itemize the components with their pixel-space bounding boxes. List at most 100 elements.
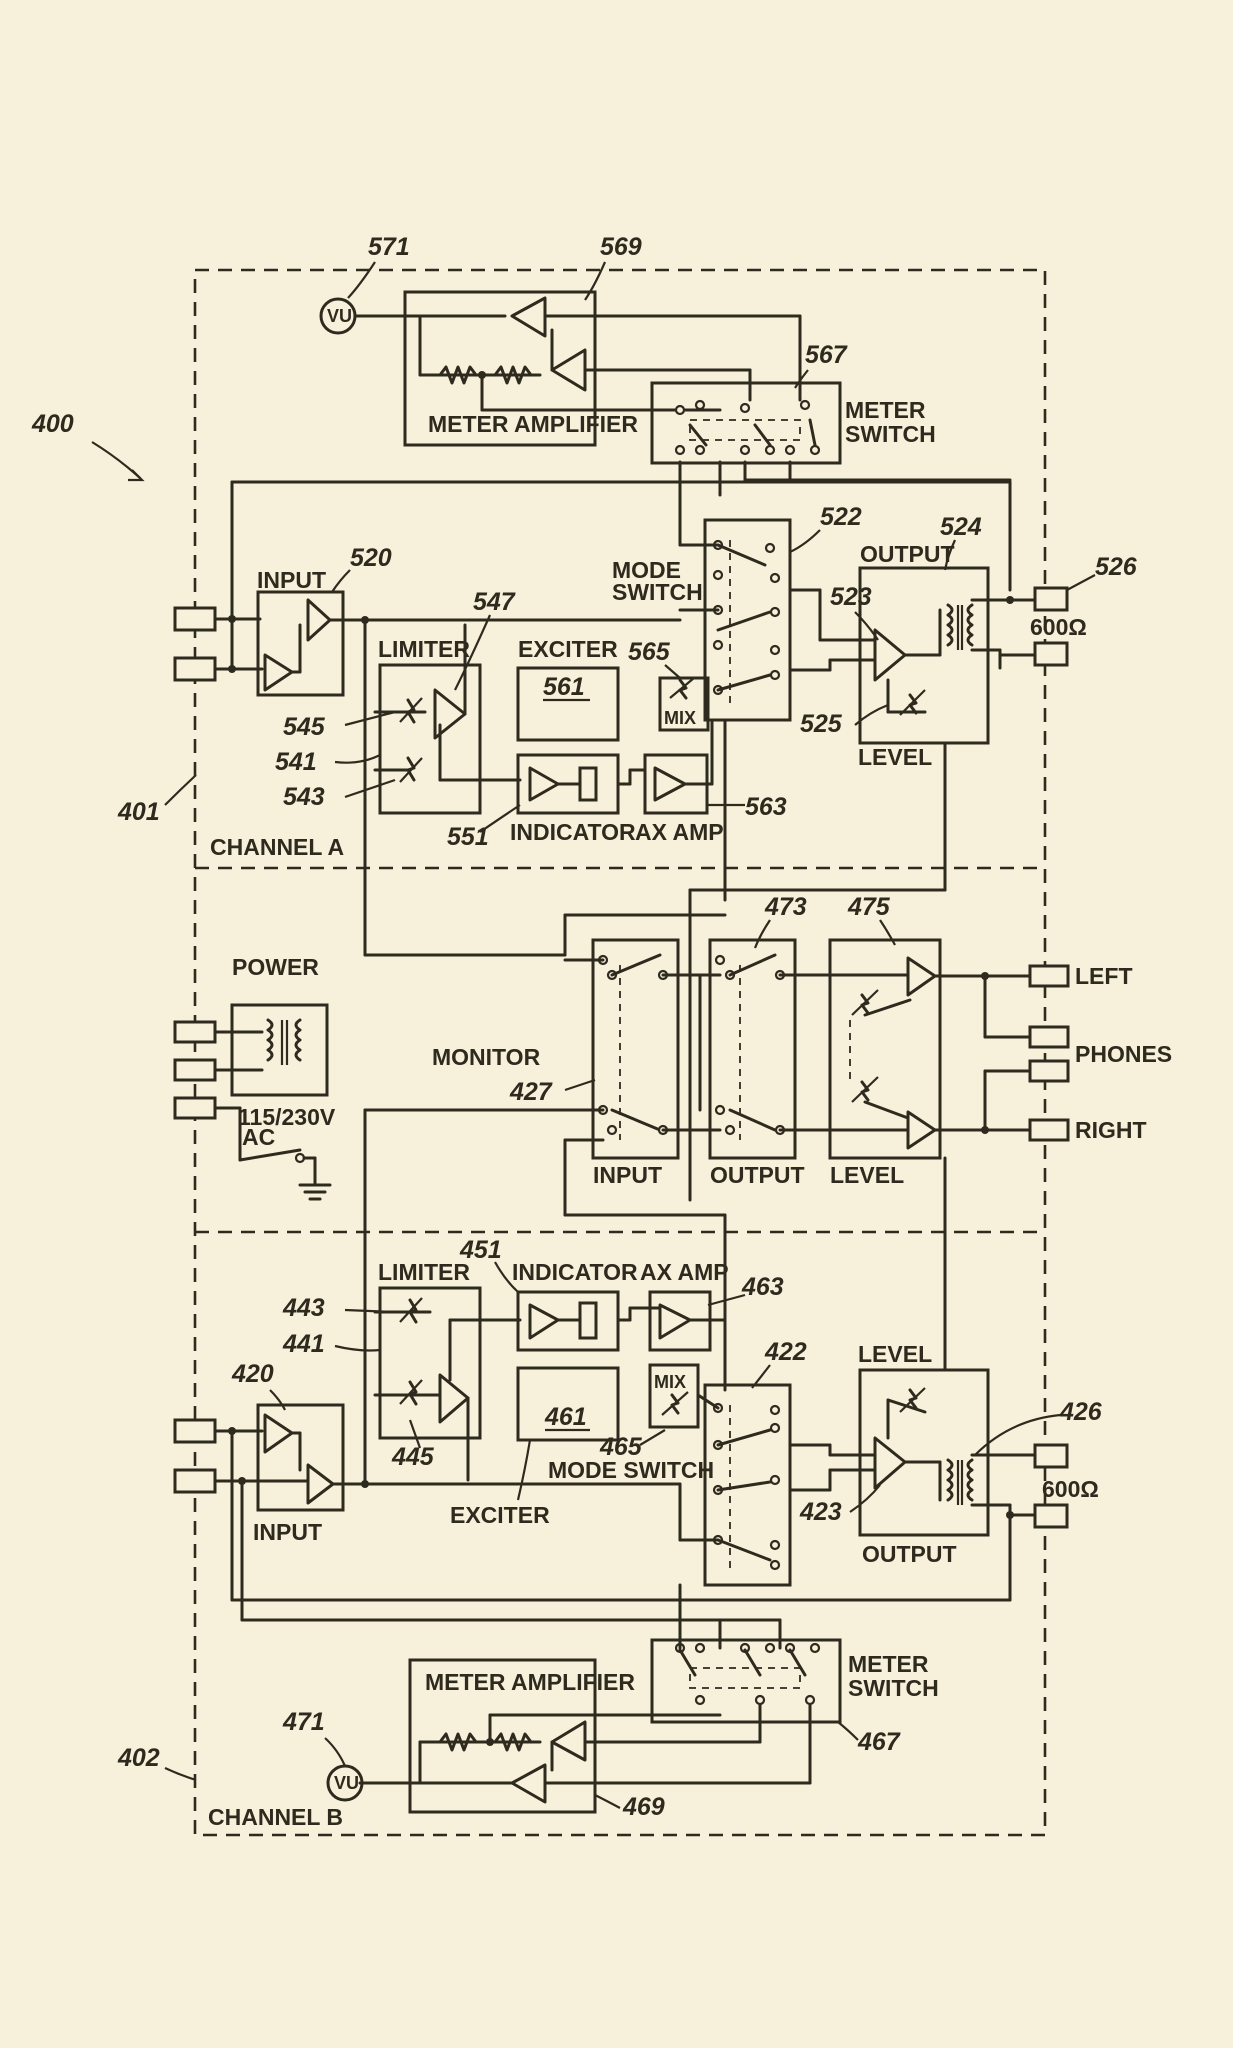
phones-jack-1[interactable] [1028,1025,1070,1049]
channel-a-input-jack-2[interactable] [173,656,217,682]
monitor-level-label: LEVEL [830,1162,904,1188]
figure-ref-400-leader [91,441,141,479]
ref-543: 543 [283,783,325,811]
ax-amp-label-b: AX AMP [640,1259,729,1285]
mix-box-a [658,676,710,732]
indicator-label-b: INDICATOR [512,1259,638,1285]
leader-401 [164,774,197,806]
input-amp-triangle-icon-b [263,1413,294,1454]
limiter-b [378,1286,482,1440]
power-jack-3[interactable] [173,1096,217,1120]
channel-a-output-jack-2[interactable] [1033,641,1069,667]
meter-switch-contacts-b [674,1642,821,1706]
ref-441: 441 [282,1330,325,1358]
exciter-a [516,666,620,742]
phones-jack-2[interactable] [1028,1059,1070,1083]
monitor-label: MONITOR [432,1044,541,1070]
channel-b-output-jack-2[interactable] [1033,1503,1069,1529]
ref-422: 422 [764,1338,807,1366]
ref-571: 571 [368,233,410,261]
power-jack-1[interactable] [173,1020,217,1044]
mode-switch-label-b: MODE SWITCH [548,1457,714,1483]
ref-451: 451 [459,1236,502,1264]
channel-a-input-jack-1[interactable] [173,606,217,632]
ref-445: 445 [391,1443,435,1471]
right-label: RIGHT [1075,1117,1147,1143]
impedance-label-b: 600Ω [1042,1476,1099,1502]
channel-b-input-jack-2[interactable] [173,1468,217,1494]
monitor-input-switch[interactable] [591,938,680,1160]
input-amp-triangle-icon [263,653,294,692]
ref-567: 567 [805,341,848,369]
figure-ref-400: 400 [31,410,74,438]
figure-ref-402: 402 [117,1744,160,1772]
indicator-triangle-icon [528,766,560,802]
meter-amplifier-box-b [408,1658,597,1814]
ref-522: 522 [820,503,862,531]
channel-b-input-jack-1[interactable] [173,1418,217,1444]
channel-b-signal-section: LIMITER 451 INDICATOR AX AMP 463 443 441… [173,1108,1103,1622]
limiter-label-b: LIMITER [378,1259,470,1285]
indicator-lamp-icon-b [578,1301,598,1340]
limiter-label-a: LIMITER [378,636,470,662]
meter-amp-triangle-icon-b [510,1763,547,1804]
exciter-label-b: EXCITER [450,1502,550,1528]
leader-402 [164,1767,197,1782]
ref-565: 565 [628,638,671,666]
vu-label-a: VU [327,306,352,326]
vu-label-b: VU [334,1773,359,1793]
power-label: POWER [232,954,319,980]
input-amplifier-a [256,590,345,697]
output-amp-triangle-icon-b [873,1436,907,1490]
ref-427: 427 [509,1078,553,1106]
output-stage-b [858,1368,990,1537]
mode-switch-b[interactable] [703,1383,792,1587]
meter-amp-triangle-icon [510,296,547,338]
output-transformer-icon-b [946,1458,954,1502]
ref-569: 569 [600,233,642,261]
ref-563: 563 [745,793,787,821]
switch-label-b: SWITCH [848,1675,939,1701]
indicator-triangle-icon-b [528,1303,560,1340]
level-label-a: LEVEL [858,744,932,770]
channel-a-output-jack-1[interactable] [1033,586,1069,612]
mix-label-b: MIX [654,1372,686,1392]
ref-525: 525 [800,710,843,738]
ref-526: 526 [1095,553,1138,581]
limiter-amp-triangle-icon-b [438,1373,470,1424]
channel-b-output-jack-1[interactable] [1033,1443,1069,1469]
ax-amp-triangle-icon-b [658,1303,692,1340]
input-amplifier-b [256,1403,345,1512]
ref-523: 523 [830,583,872,611]
ref-547: 547 [473,588,516,616]
ref-520: 520 [350,544,392,572]
input-amp-triangle-icon-b [306,1463,335,1505]
meter-switch-b[interactable] [650,1638,842,1724]
left-jack[interactable] [1028,964,1070,988]
ref-471: 471 [282,1708,325,1736]
meter-amp-triangle-icon-b [550,1720,587,1762]
ref-465: 465 [599,1433,643,1461]
mode-switch-a[interactable] [703,518,792,722]
left-label: LEFT [1075,963,1133,989]
switch-label-a: SWITCH [845,421,936,447]
meter-label-b: METER [848,1651,929,1677]
meter-amp-triangle-icon [550,348,587,392]
ref-443: 443 [282,1294,325,1322]
output-label-b: OUTPUT [862,1541,957,1567]
ref-475: 475 [847,893,891,921]
ax-amp-label-a: AX AMP [635,819,724,845]
channel-b-meter-section: METER SWITCH 467 METER AMPLIFIER VU 471 … [208,1583,939,1830]
output-amp-triangle-icon [873,628,907,682]
arrowhead-icon [128,469,145,482]
ac-label-2: AC [242,1124,275,1150]
power-jack-2[interactable] [173,1058,217,1082]
meter-switch-contacts-a [674,399,821,456]
left-amp-triangle-icon [906,956,937,997]
power-switch-icon[interactable] [238,1148,302,1162]
monitor-output-switch[interactable] [708,938,797,1160]
mode-switch-contacts-a [712,539,781,696]
right-jack[interactable] [1028,1118,1070,1142]
